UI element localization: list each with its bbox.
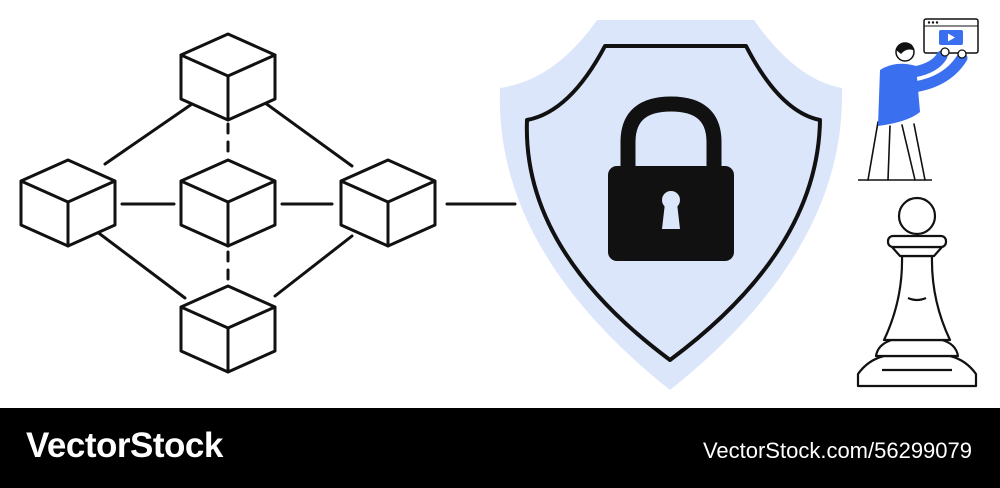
video-screen-icon (923, 18, 979, 54)
illustration (19, 18, 979, 390)
connector-line (103, 93, 207, 166)
brand-logo: VectorStock (26, 426, 223, 465)
watermark-footer: VectorStock VectorStock.com/56299079 (0, 408, 1000, 488)
cube-icon (339, 158, 437, 248)
connector-line (273, 234, 354, 298)
cube-icon (179, 284, 277, 374)
padlock-icon (608, 96, 734, 261)
stock-id-text: VectorStock.com/56299079 (702, 438, 972, 463)
blockchain-network-icon (90, 90, 517, 300)
keyhole-icon (662, 191, 680, 229)
connector-line (248, 90, 354, 168)
cube-icon (179, 32, 277, 122)
cube-icon (179, 158, 277, 248)
chess-pawn-icon (856, 196, 978, 388)
person-icon (858, 18, 979, 181)
connector-line (90, 226, 187, 300)
